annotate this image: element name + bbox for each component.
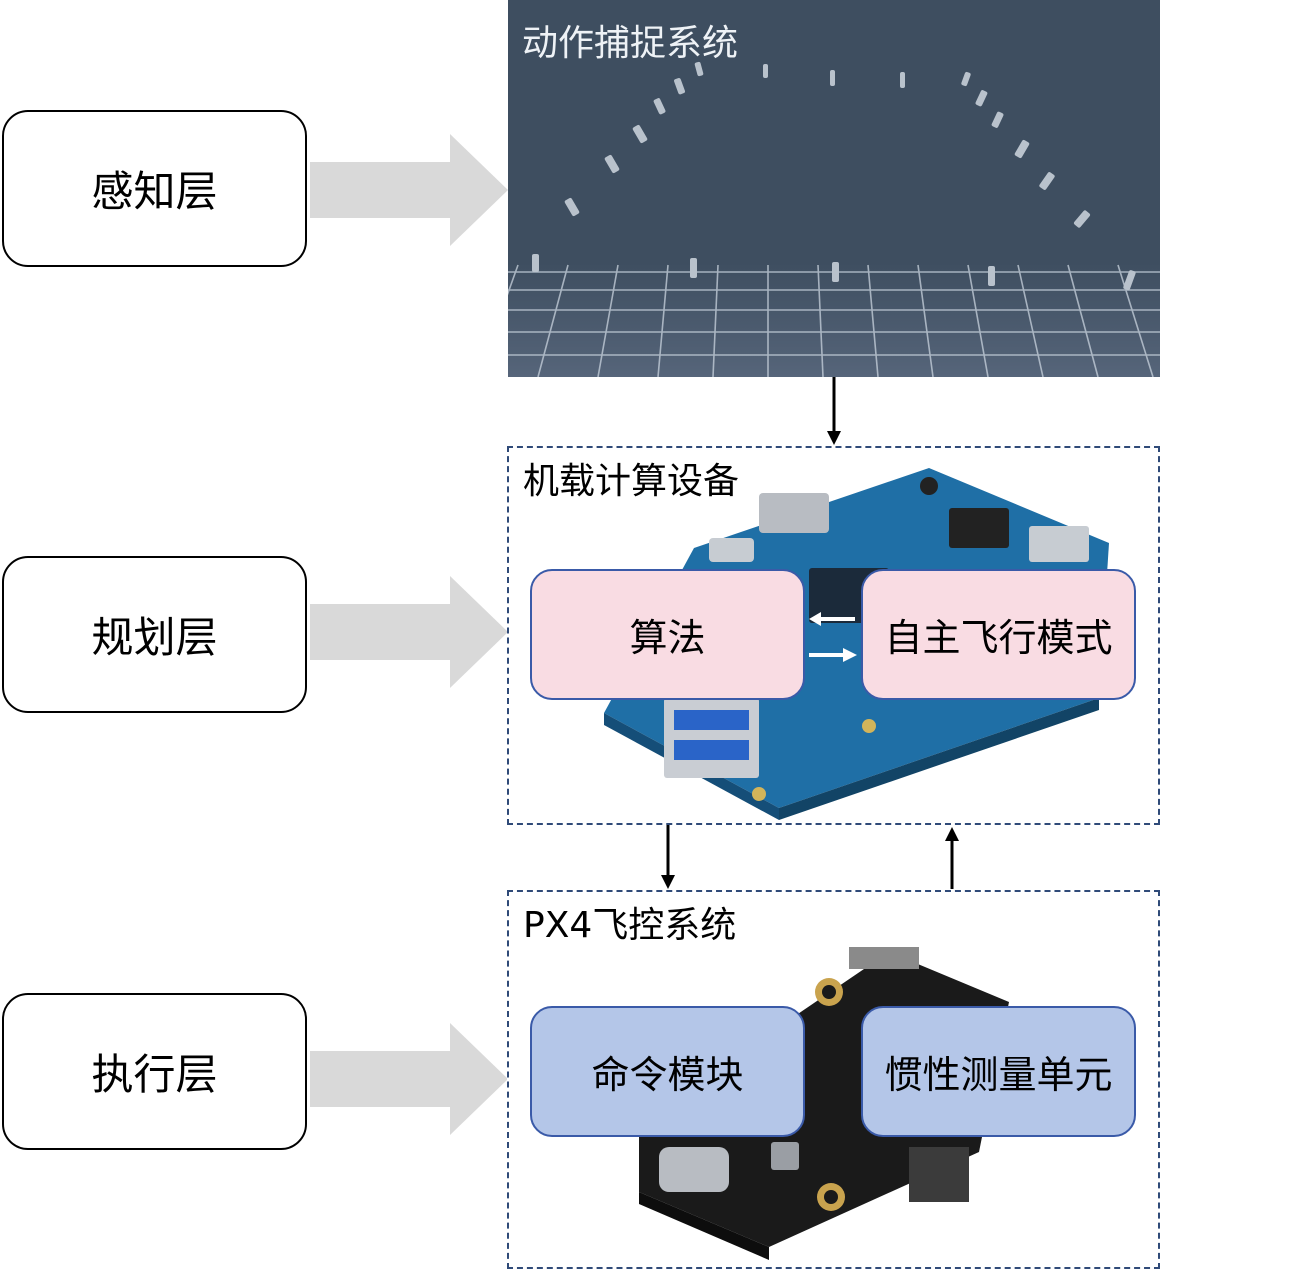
perception-arrow	[310, 134, 508, 246]
px4-title: PX4飞控系统	[523, 905, 737, 946]
command-module-label: 命令模块	[591, 1053, 744, 1097]
module-exchange-arrows	[809, 612, 857, 662]
floor-grid	[508, 264, 1160, 377]
mocap-panel: 动作捕捉系统	[508, 0, 1160, 377]
algorithm-module-label: 算法	[629, 616, 706, 660]
onboard-title: 机载计算设备	[523, 461, 740, 502]
imu-module: 惯性测量单元	[861, 1006, 1136, 1137]
planning-arrow	[310, 576, 508, 688]
board-illustration	[604, 468, 1109, 820]
onboard-to-px4-arrow	[661, 825, 675, 889]
layer-perception: 感知层	[2, 110, 307, 267]
layer-planning-label: 规划层	[91, 613, 218, 662]
layer-planning: 规划层	[2, 556, 307, 713]
execution-arrow	[310, 1023, 508, 1135]
algorithm-module: 算法	[530, 569, 805, 700]
layer-perception-label: 感知层	[91, 167, 218, 216]
mocap-title: 动作捕捉系统	[522, 23, 739, 64]
autonomous-flight-module-label: 自主飞行模式	[884, 616, 1113, 660]
layer-execution-label: 执行层	[91, 1050, 218, 1099]
imu-module-label: 惯性测量单元	[884, 1053, 1113, 1097]
mocap-scene	[508, 61, 1160, 377]
layer-execution: 执行层	[2, 993, 307, 1150]
mocap-to-onboard-arrow	[827, 377, 841, 445]
command-module: 命令模块	[530, 1006, 805, 1137]
camera-markers	[532, 61, 1136, 291]
autonomous-flight-module: 自主飞行模式	[861, 569, 1136, 700]
px4-to-onboard-arrow	[945, 827, 959, 889]
